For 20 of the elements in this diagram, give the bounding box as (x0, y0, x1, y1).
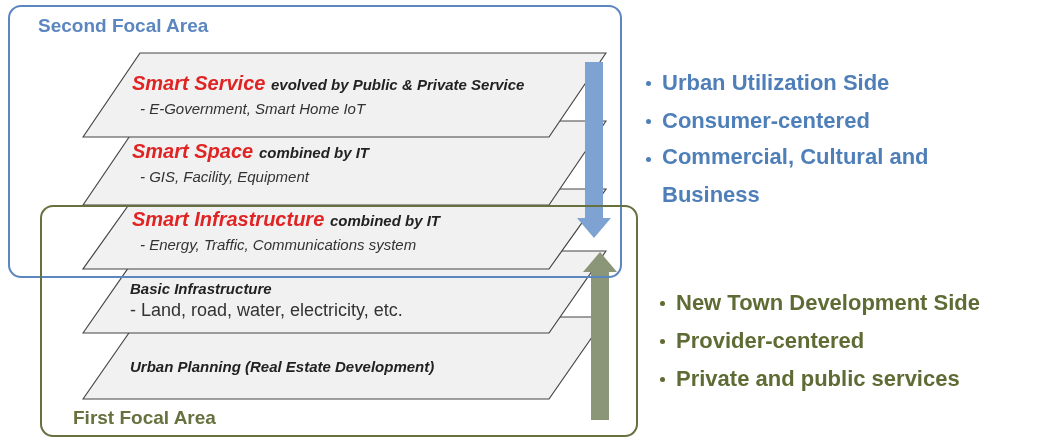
layer-detail: - GIS, Facility, Equipment (140, 168, 309, 185)
side-note: Private and public services (676, 366, 960, 392)
layer-detail: - E-Government, Smart Home IoT (140, 100, 366, 117)
side-note: Urban Utilization Side (662, 70, 890, 96)
area-title: Second Focal Area (38, 15, 209, 37)
side-note: Commercial, Cultural and Business (662, 143, 930, 209)
side-note: Consumer-centered (662, 108, 870, 134)
layer-title: Smart Service (132, 72, 266, 95)
layer-title: Basic Infrastructure (130, 280, 272, 297)
side-note: New Town Development Side (676, 290, 980, 316)
layer-title: Smart Infrastructure (132, 208, 325, 231)
area-title: First Focal Area (73, 407, 216, 429)
layer-subtitle: evolved by Public & Private Service (271, 76, 525, 93)
layer-detail: - Energy, Traffic, Communications system (140, 236, 417, 253)
layer-title: Smart Space (132, 140, 254, 163)
layer-subtitle: combined by IT (330, 212, 440, 229)
side-note: Provider-centered (676, 328, 865, 354)
layer-title: Urban Planning (Real Estate Development) (130, 358, 435, 375)
layer-detail: - Land, road, water, electricity, etc. (130, 300, 403, 321)
layer-subtitle: combined by IT (259, 144, 369, 161)
